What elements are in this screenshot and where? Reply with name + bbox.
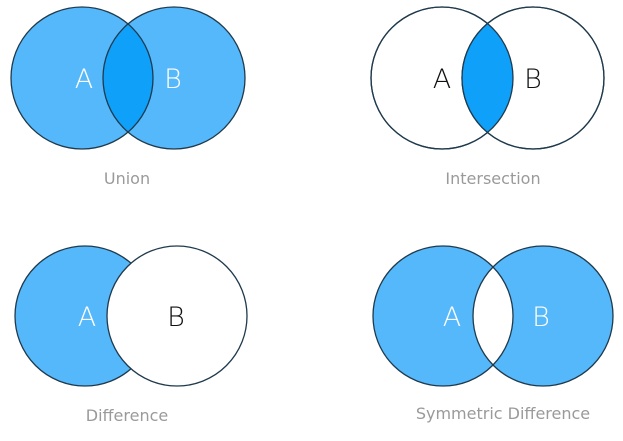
venn-union: A B Union (10, 6, 246, 188)
union-label-b: B (164, 64, 182, 95)
union-overlap-region (103, 7, 153, 149)
union-label-a: A (75, 64, 93, 95)
symdiff-circle-a (373, 246, 513, 386)
difference-circle-b (106, 245, 248, 387)
union-circle-a-outline (10, 6, 154, 150)
venn-symmetric-difference: A B Symmetric Difference (372, 245, 614, 423)
venn-difference: A B Difference (14, 245, 248, 425)
intersection-label-b: B (524, 64, 542, 95)
union-caption: Union (104, 169, 150, 188)
symdiff-label-a: A (443, 302, 461, 333)
symdiff-circle-a-outline (372, 245, 514, 387)
intersection-label-a: A (433, 64, 451, 95)
symdiff-caption: Symmetric Difference (416, 404, 590, 423)
intersection-circle-a-outline (370, 6, 514, 150)
intersection-caption: Intersection (445, 169, 540, 188)
intersection-overlap-region (462, 7, 513, 149)
difference-label-a: A (78, 302, 96, 333)
difference-caption: Difference (86, 406, 168, 425)
union-circle-b-outline (102, 6, 246, 150)
venn-intersection: A B Intersection (370, 6, 605, 188)
symdiff-circle-b-outline (472, 245, 614, 387)
difference-label-b: B (167, 302, 185, 333)
symdiff-label-b: B (532, 302, 550, 333)
symdiff-circle-b (473, 246, 613, 386)
intersection-circle-b-outline (461, 6, 605, 150)
